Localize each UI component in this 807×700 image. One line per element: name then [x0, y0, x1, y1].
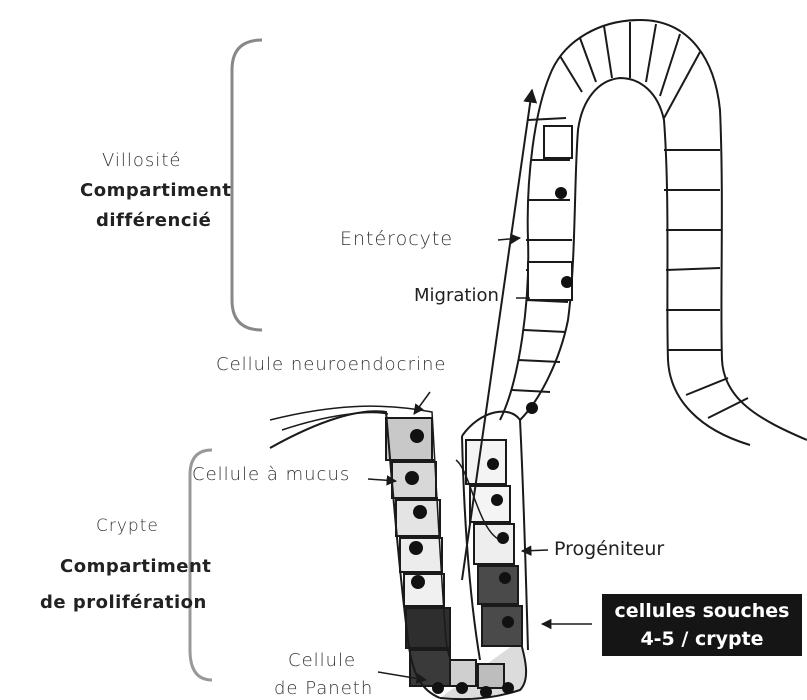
enterocyte-cell: [544, 126, 572, 158]
villus-bracket: [232, 40, 262, 330]
villus-label-1: Villosité: [102, 152, 181, 171]
crypt-label-1: Crypte: [96, 518, 159, 536]
enterocyte-label: Entérocyte: [340, 230, 453, 250]
stem-cells-badge: cellules souches 4-5 / crypte: [602, 594, 802, 656]
mucus-cell-label: Cellule à mucus: [192, 466, 350, 485]
progenitor-arrow: [522, 550, 548, 551]
villus-label-3: différencié: [96, 212, 211, 231]
stem-cells-line-1: cellules souches: [602, 597, 802, 625]
progenitor-label: Progéniteur: [554, 540, 664, 560]
crypt-label-3: de prolifération: [40, 594, 207, 613]
enterocyte-arrow: [498, 238, 520, 240]
villus-label-2: Compartiment: [80, 182, 231, 201]
crypt-label-2: Compartiment: [60, 558, 211, 577]
migration-label: Migration: [414, 287, 499, 306]
villus: [500, 20, 807, 445]
paneth-label-1: Cellule: [288, 652, 356, 671]
stem-cells-line-2: 4-5 / crypte: [602, 625, 802, 653]
neuroendocrine-label: Cellule neuroendocrine: [216, 356, 446, 375]
paneth-label-2: de Paneth: [274, 680, 373, 699]
